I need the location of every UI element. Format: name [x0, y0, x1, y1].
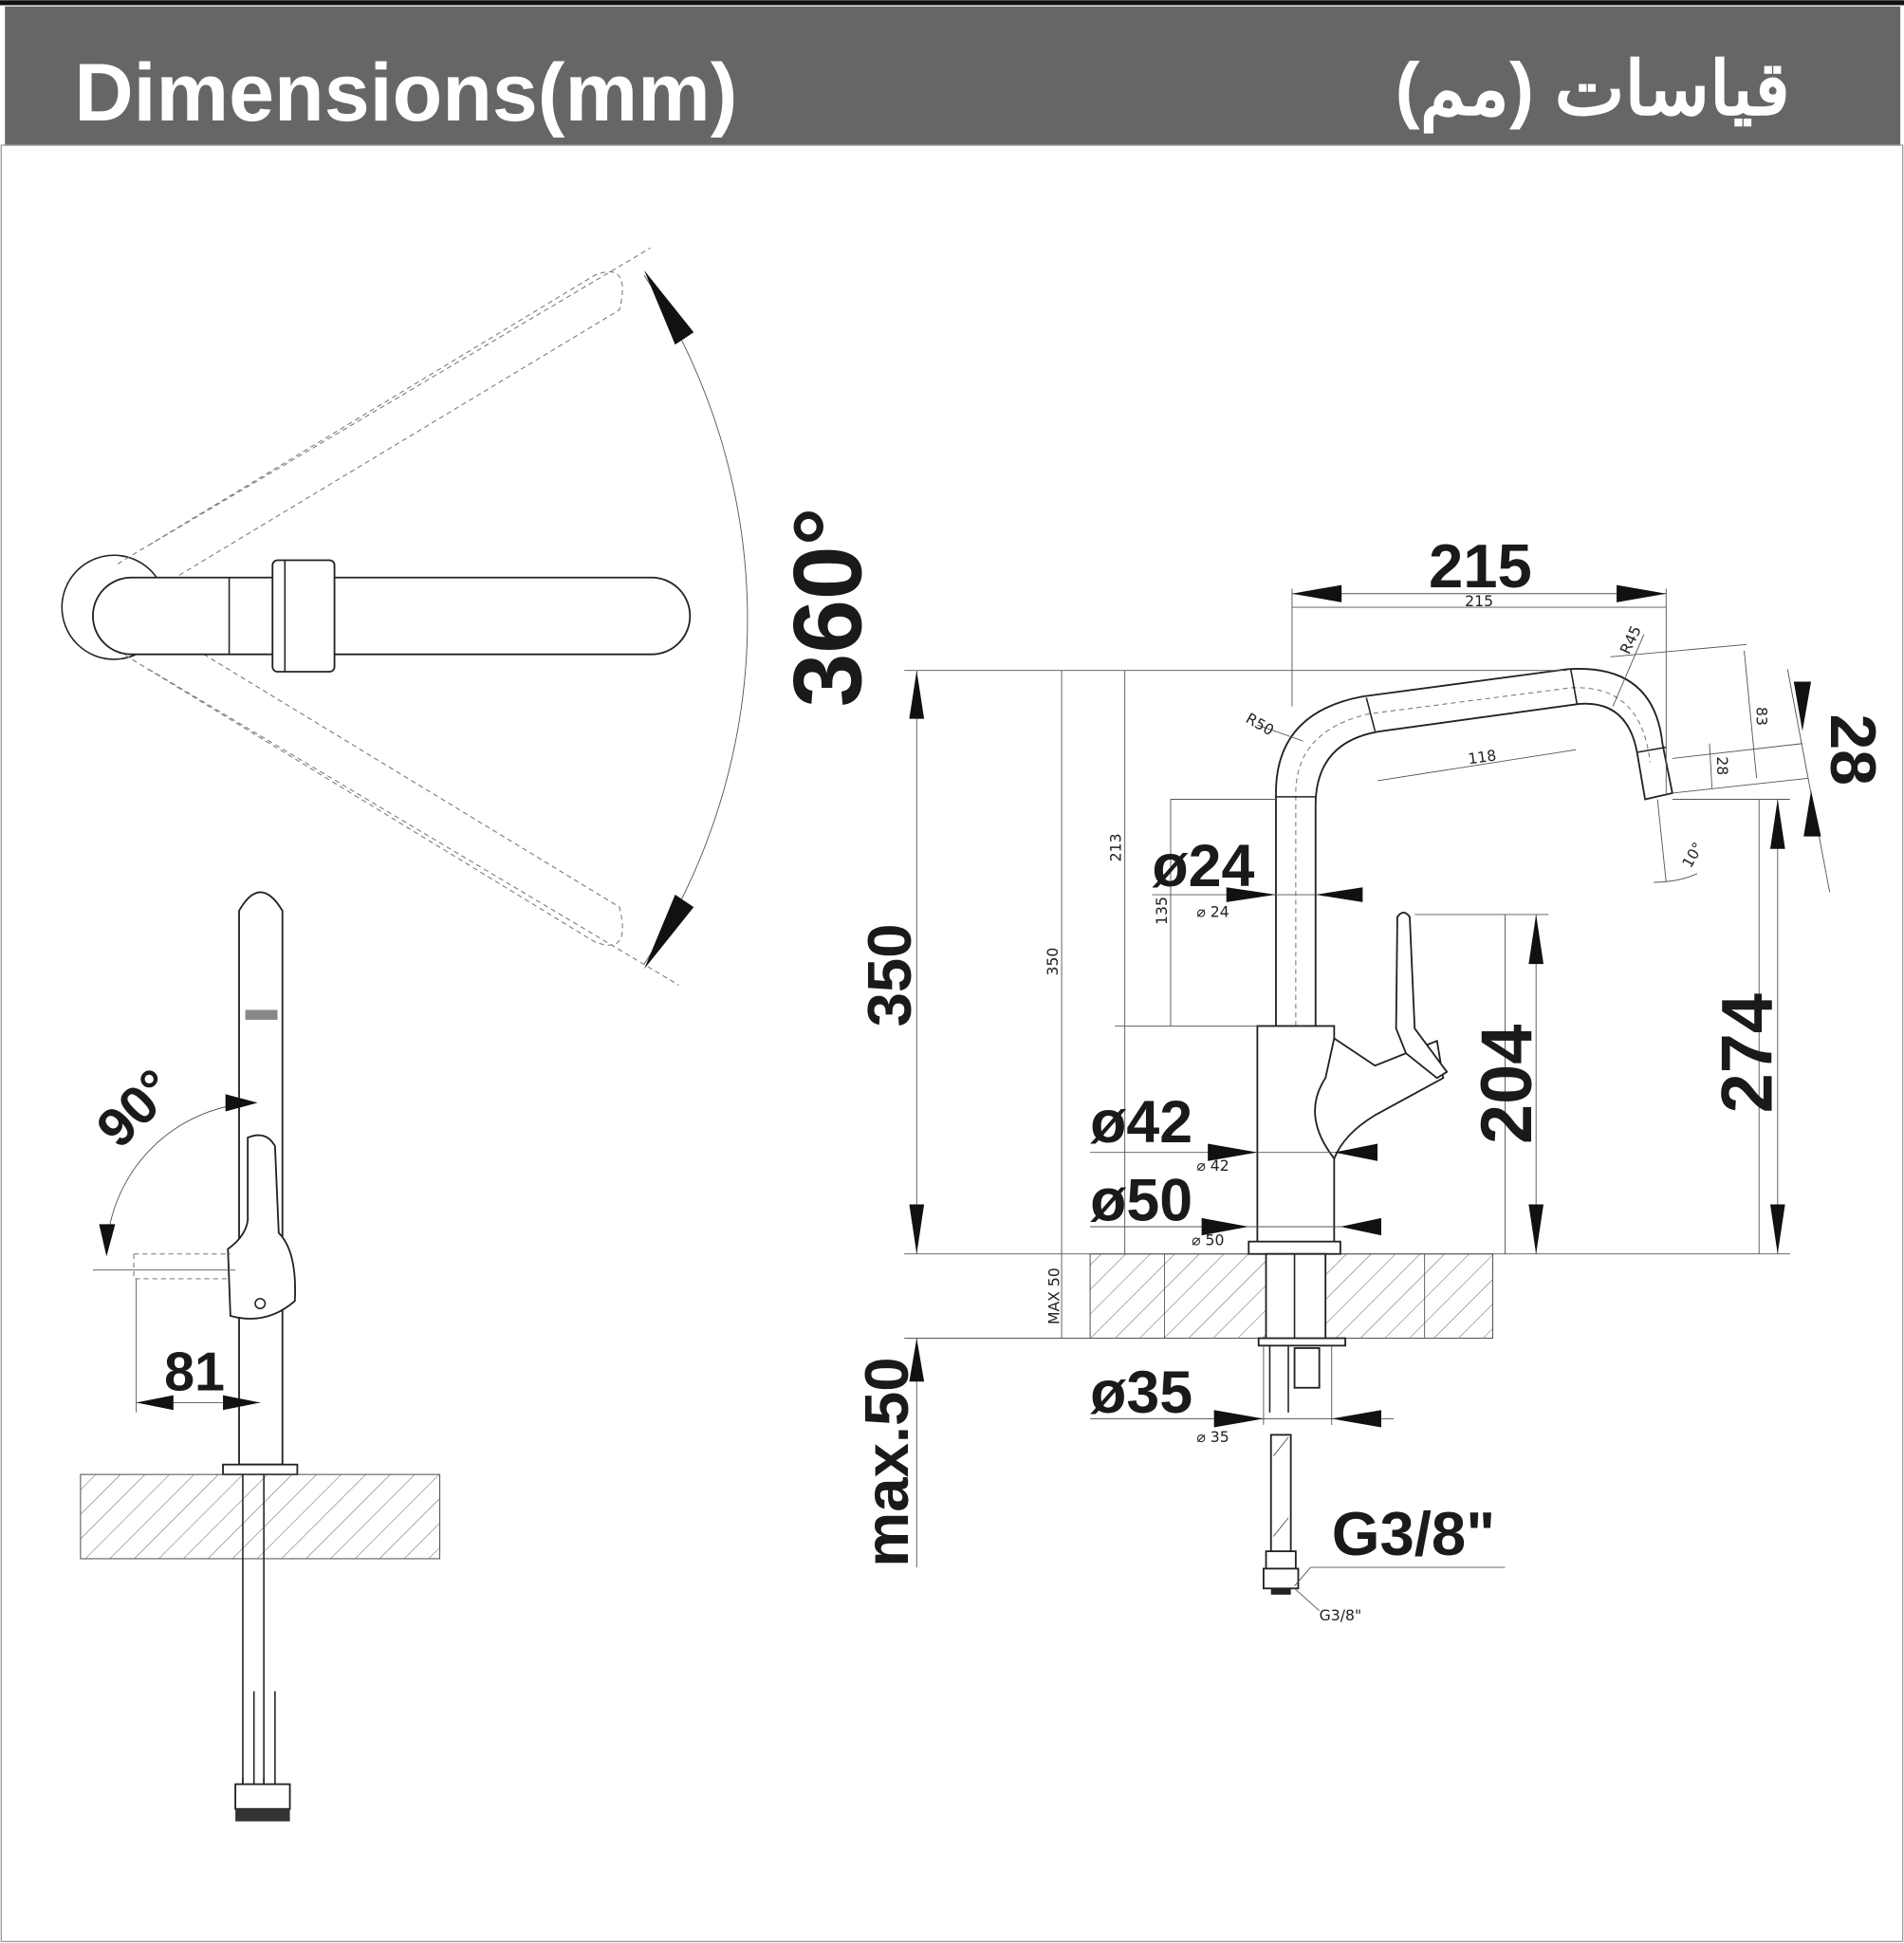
- dim-135: 135: [1153, 897, 1171, 925]
- dim-118: 118: [1467, 746, 1497, 768]
- dim-28-big: 28: [1817, 714, 1888, 786]
- angle-10: 10°: [1678, 839, 1707, 871]
- page-title-arabic: قياسات (مم): [1396, 46, 1790, 133]
- countertop-section: [80, 1473, 441, 1560]
- rotation-label: 360°: [774, 508, 882, 708]
- dim-83: 83: [1753, 707, 1771, 726]
- arrow-icon: [644, 895, 694, 970]
- diameter-50-small: ⌀ 50: [1192, 1231, 1224, 1249]
- diameter-42-small: ⌀ 42: [1196, 1157, 1229, 1175]
- diameter-35: ø35: [1090, 1360, 1192, 1426]
- radius-r45: R45: [1617, 622, 1645, 657]
- dim-28-small: 28: [1713, 756, 1731, 775]
- front-view: 215 215 R50 R45 118 83 28 28 10° 350 350…: [852, 531, 1888, 1624]
- offset-label: 81: [164, 1342, 225, 1402]
- diameter-50: ø50: [1090, 1167, 1192, 1233]
- reach-dimension: 215: [1429, 531, 1532, 601]
- angle-label: 90°: [85, 1058, 187, 1159]
- top-view: 360°: [61, 247, 882, 986]
- thread-size: G3/8": [1332, 1499, 1495, 1568]
- dim-213: 213: [1107, 833, 1125, 861]
- outlet-height: 274: [1707, 993, 1787, 1113]
- handle-height: 204: [1467, 1025, 1547, 1144]
- thread-size-small: G3/8": [1320, 1606, 1362, 1624]
- height-dimension-small: 350: [1044, 948, 1062, 976]
- page-title: Dimensions(mm): [74, 47, 737, 139]
- diameter-42: ø42: [1090, 1089, 1192, 1156]
- side-view: 90° 81: [80, 891, 441, 1822]
- max-thickness-small: MAX 50: [1044, 1268, 1063, 1324]
- radius-r50: R50: [1243, 709, 1277, 739]
- header-bar: Dimensions(mm) قياسات (مم): [0, 0, 1904, 146]
- height-dimension: 350: [855, 923, 924, 1027]
- reach-dimension-small: 215: [1465, 592, 1493, 610]
- max-thickness: max.50: [852, 1357, 921, 1566]
- diameter-24-small: ⌀ 24: [1196, 903, 1229, 921]
- arrow-icon: [644, 269, 694, 345]
- diameter-24: ø24: [1152, 833, 1254, 899]
- diameter-35-small: ⌀ 35: [1196, 1428, 1229, 1446]
